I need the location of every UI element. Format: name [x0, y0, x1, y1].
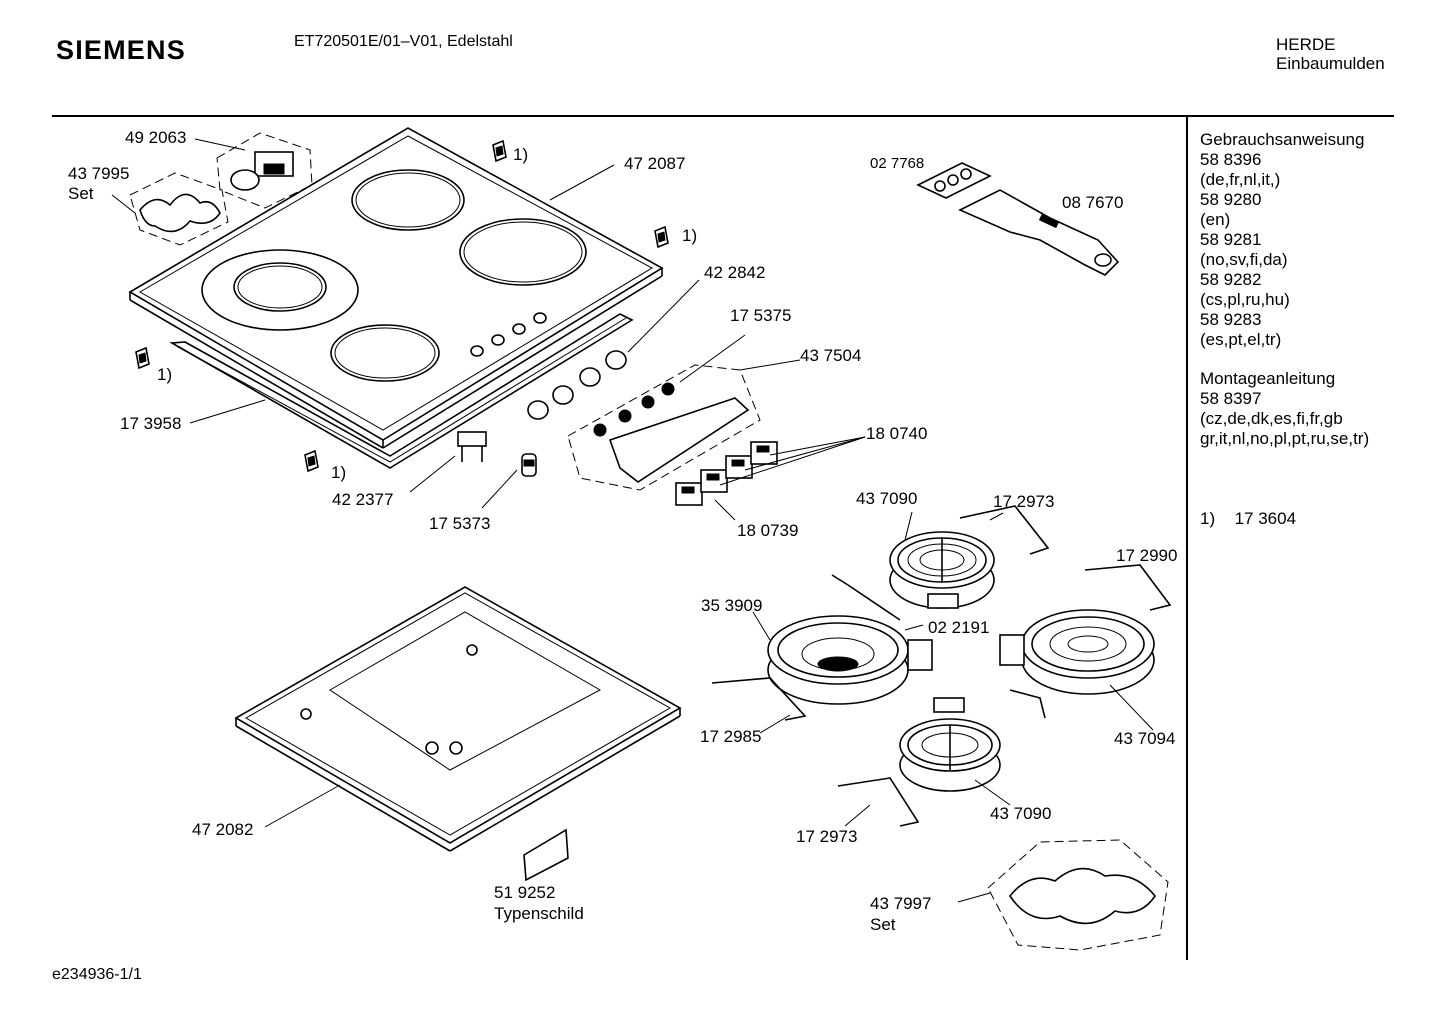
install-langs-1: (cz,de,dk,es,fi,fr,gb	[1200, 409, 1343, 428]
label-typenschild: Typenschild	[494, 904, 584, 923]
clip-icon	[304, 449, 319, 473]
label-17-2985: 17 2985	[700, 727, 762, 746]
footnote: 1) 17 3604	[1200, 509, 1296, 529]
sensor-17-5373	[521, 453, 537, 477]
label-43-7997: 43 7997	[870, 894, 932, 913]
label-footnote: 1)	[513, 145, 529, 164]
spacer-42-2377	[457, 431, 487, 462]
label-43-7090: 43 7090	[856, 489, 918, 508]
install-title: Montageanleitung	[1200, 369, 1336, 388]
relay-blocks	[675, 441, 778, 506]
bottom-housing-47-2082	[234, 586, 682, 852]
label-42-2842: 42 2842	[704, 263, 766, 282]
label-18-0739: 18 0739	[737, 521, 799, 540]
connector-set-43-7995	[129, 172, 229, 246]
heater-43-7094	[999, 609, 1155, 695]
connector-set-43-7997	[987, 839, 1169, 951]
clip-icon	[135, 346, 150, 370]
type-plate-51-9252	[523, 828, 569, 882]
label-02-2191: 02 2191	[928, 618, 990, 637]
glass-ceramic-hob	[128, 127, 664, 449]
leader-lines	[111, 138, 1154, 903]
label-17-5375: 17 5375	[730, 306, 792, 325]
brackets	[711, 505, 1172, 827]
control-knobs	[527, 350, 627, 420]
clip-icon	[492, 139, 507, 163]
model-title: ET720501E/01–V01, Edelstahl	[294, 33, 513, 50]
label-footnote: 1)	[157, 365, 173, 384]
label-02-7768: 02 7768	[870, 155, 925, 172]
label-17-5373: 17 5373	[429, 514, 491, 533]
category-line-1: HERDE	[1276, 35, 1336, 54]
manual-number: 58 9280	[1200, 190, 1262, 209]
manual-number: 58 8396	[1200, 150, 1262, 169]
label-17-3958: 17 3958	[120, 414, 182, 433]
category-block: HERDE Einbaumulden	[1276, 35, 1385, 73]
switch-module-43-7504	[567, 364, 761, 491]
label-18-0740: 18 0740	[866, 424, 928, 443]
manual-langs: (de,fr,nl,it,)	[1200, 170, 1281, 189]
label-47-2087: 47 2087	[624, 154, 686, 173]
heater-35-3909	[767, 615, 933, 705]
install-list: Montageanleitung 58 8397 (cz,de,dk,es,fi…	[1200, 369, 1369, 449]
control-unit-49-2063	[216, 132, 313, 209]
label-47-2082: 47 2082	[192, 820, 254, 839]
sealing-frame	[169, 313, 634, 469]
exploded-view-drawing	[111, 127, 1172, 951]
brand-logo: SIEMENS	[56, 35, 186, 65]
label-footnote: 1)	[682, 226, 698, 245]
manual-number: 58 9283	[1200, 310, 1262, 329]
label-35-3909: 35 3909	[701, 596, 763, 615]
heater-43-7090-top	[889, 531, 995, 609]
label-43-7090: 43 7090	[990, 804, 1052, 823]
category-line-2: Einbaumulden	[1276, 54, 1385, 73]
manual-title: Gebrauchsanweisung	[1200, 130, 1365, 149]
manual-langs: (no,sv,fi,da)	[1200, 250, 1288, 269]
label-43-7094: 43 7094	[1114, 729, 1176, 748]
label-set: Set	[870, 915, 896, 934]
manual-number: 58 9282	[1200, 270, 1262, 289]
manual-langs: (es,pt,el,tr)	[1200, 330, 1282, 349]
manual-number: 58 9281	[1200, 230, 1262, 249]
install-langs-2: gr,it,nl,no,pl,pt,ru,se,tr)	[1200, 429, 1370, 448]
label-17-2973: 17 2973	[993, 492, 1055, 511]
clip-icon	[654, 225, 669, 249]
manual-langs: (en)	[1200, 210, 1231, 229]
label-51-9252: 51 9252	[494, 883, 556, 902]
label-43-7504: 43 7504	[800, 346, 862, 365]
header-divider	[52, 115, 1394, 117]
label-42-2377: 42 2377	[332, 490, 394, 509]
label-49-2063: 49 2063	[125, 128, 187, 147]
footnote-marker: 1)	[1200, 509, 1216, 528]
label-17-2990: 17 2990	[1116, 546, 1178, 565]
sidebar-divider	[1186, 115, 1188, 960]
label-set: Set	[68, 184, 94, 203]
label-08-7670: 08 7670	[1062, 193, 1124, 212]
drawing-code: e234936-1/1	[52, 966, 142, 983]
footnote-part-number: 17 3604	[1234, 509, 1297, 528]
heater-43-7090-bottom	[899, 697, 1001, 792]
label-43-7995: 43 7995	[68, 164, 130, 183]
label-17-2973: 17 2973	[796, 827, 858, 846]
manual-langs: (cs,pl,ru,hu)	[1200, 290, 1290, 309]
install-number: 58 8397	[1200, 389, 1262, 408]
scraper-08-7670	[916, 162, 1120, 276]
manual-list: Gebrauchsanweisung 58 8396 (de,fr,nl,it,…	[1200, 130, 1364, 350]
label-footnote: 1)	[331, 463, 347, 482]
